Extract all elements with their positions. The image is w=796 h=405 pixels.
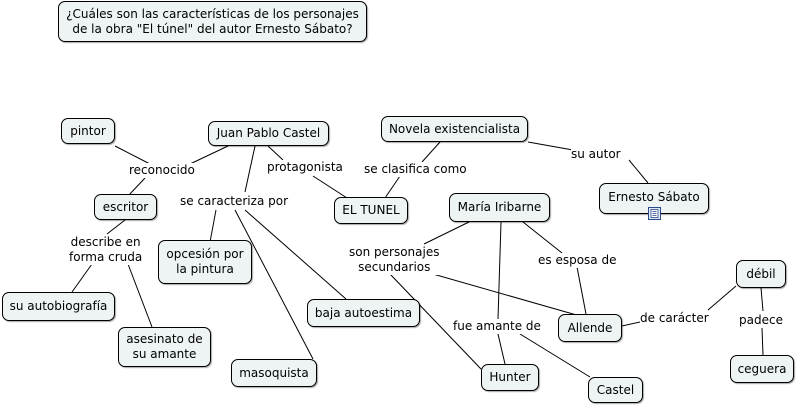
link-reconocido: reconocido xyxy=(129,163,195,178)
link-describe-en-forma-cruda: describe en forma cruda xyxy=(69,235,143,265)
link-protagonista: protagonista xyxy=(267,160,343,175)
concept-ernesto-sabato[interactable]: Ernesto Sábato xyxy=(599,183,709,214)
concept-castel[interactable]: Castel xyxy=(588,377,643,403)
concept-hunter[interactable]: Hunter xyxy=(481,364,539,391)
concept-masoquista[interactable]: masoquista xyxy=(231,359,317,387)
document-icon[interactable] xyxy=(648,207,661,220)
link-se-caracteriza-por: se caracteriza por xyxy=(180,194,288,209)
link-se-clasifica-como: se clasifica como xyxy=(364,162,467,177)
concept-baja-autoestima[interactable]: baja autoestima xyxy=(307,299,420,327)
link-fue-amante-de: fue amante de xyxy=(453,319,541,334)
concept-juan-pablo-castel[interactable]: Juan Pablo Castel xyxy=(208,121,329,146)
concept-asesinato[interactable]: asesinato de su amante xyxy=(118,327,211,367)
link-de-caracter: de carácter xyxy=(640,311,709,326)
concept-su-autobiografia[interactable]: su autobiografía xyxy=(2,292,115,321)
focus-question[interactable]: ¿Cuáles son las características de los p… xyxy=(58,1,367,42)
concept-novela-existencialista[interactable]: Novela existencialista xyxy=(381,116,528,142)
link-padece: padece xyxy=(739,313,783,328)
concept-escritor[interactable]: escritor xyxy=(94,194,157,220)
concept-debil[interactable]: débil xyxy=(736,260,786,288)
concept-ernesto-sabato-label: Ernesto Sábato xyxy=(608,190,700,204)
concept-ceguera[interactable]: ceguera xyxy=(730,355,794,383)
concept-opcesion-pintura[interactable]: opcesión por la pintura xyxy=(158,240,252,284)
concept-allende[interactable]: Allende xyxy=(558,314,622,342)
concept-maria-iribarne[interactable]: María Iribarne xyxy=(449,193,550,222)
link-su-autor: su autor xyxy=(571,147,621,162)
concept-pintor[interactable]: pintor xyxy=(61,118,115,144)
link-es-esposa-de: es esposa de xyxy=(538,253,617,268)
concept-el-tunel[interactable]: EL TUNEL xyxy=(334,197,408,224)
link-son-personajes-secundarios: son personajes secundarios xyxy=(349,245,440,275)
